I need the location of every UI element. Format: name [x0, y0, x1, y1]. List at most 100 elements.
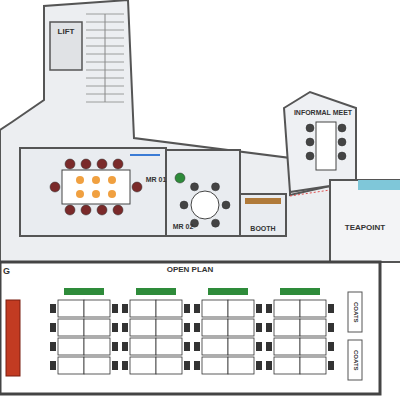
desk [228, 319, 254, 336]
desk [156, 319, 182, 336]
room-label: MR 01 [146, 176, 167, 184]
desk [274, 319, 300, 336]
chair [65, 159, 75, 169]
chair [113, 205, 123, 215]
desk [274, 300, 300, 317]
upper-floor [0, 0, 330, 262]
desk [300, 338, 326, 355]
room-label: COATS [352, 350, 359, 371]
desk-chair [122, 323, 128, 332]
room-label: COATS [352, 302, 359, 323]
meeting-room: MR 01 [140, 172, 172, 188]
lift-room: LIFT [50, 24, 82, 40]
planter [280, 288, 320, 295]
desk [202, 338, 228, 355]
chairs [50, 124, 346, 227]
meeting-room: MR 02 [168, 220, 198, 234]
informal-table [316, 122, 336, 170]
desk-chair [328, 342, 334, 351]
table-mark [76, 176, 84, 184]
desk-chair [50, 361, 56, 370]
desk [300, 300, 326, 317]
chair [306, 124, 314, 132]
desk [228, 338, 254, 355]
room-label: BOOTH [250, 225, 275, 233]
desk [274, 357, 300, 374]
desk-chair [266, 323, 272, 332]
desk [58, 338, 84, 355]
desk-chair [122, 342, 128, 351]
desk [130, 357, 156, 374]
room-label: MR 02 [173, 223, 194, 231]
chair [50, 182, 60, 192]
teapoint-area: TEAPOINT [336, 220, 394, 236]
desk [58, 300, 84, 317]
desk [228, 300, 254, 317]
informal-meet-room [284, 92, 356, 192]
desk-chair [50, 304, 56, 313]
lift-shaft [50, 22, 82, 70]
desk [58, 357, 84, 374]
desk-chair [256, 361, 262, 370]
chair [132, 182, 142, 192]
desk [274, 338, 300, 355]
desk [130, 338, 156, 355]
desk-chair [194, 304, 200, 313]
open-plan-area: OPEN PLAN COATS COATS [0, 262, 380, 394]
desk [130, 319, 156, 336]
desk-chair [328, 304, 334, 313]
window [130, 154, 160, 156]
table-mark [92, 176, 100, 184]
mr02-room [166, 150, 240, 236]
desk-chair [194, 342, 200, 351]
chair [306, 138, 314, 146]
stairs [86, 14, 124, 102]
desk [202, 357, 228, 374]
coat-cabinet [348, 340, 362, 380]
chair [97, 205, 107, 215]
informal-meet-room: INFORMAL MEET [292, 106, 355, 120]
desk-chair [194, 323, 200, 332]
coat-cabinet: COATS [348, 292, 362, 332]
chair [97, 159, 107, 169]
desk-chair [122, 361, 128, 370]
booth-room [240, 194, 286, 236]
mr01-room [20, 148, 166, 236]
room-label: OPEN PLAN [167, 266, 214, 275]
desk-chair [328, 323, 334, 332]
desk-chair [50, 323, 56, 332]
planter [64, 288, 104, 295]
desk-chair [266, 342, 272, 351]
desk-chair [256, 304, 262, 313]
chair [180, 201, 188, 209]
room-label: TEAPOINT [345, 224, 385, 233]
mr01-table [62, 170, 130, 204]
desk [84, 319, 110, 336]
chair [212, 183, 220, 191]
desk-chair [266, 304, 272, 313]
chair [81, 159, 91, 169]
chair [338, 152, 346, 160]
desk-chair [194, 361, 200, 370]
booth-room: BOOTH [242, 222, 284, 235]
booth-bench [245, 198, 281, 204]
glass-strip [358, 180, 400, 190]
desk-chair [184, 361, 190, 370]
chair [222, 201, 230, 209]
planter [208, 288, 248, 295]
room-label: G [3, 266, 10, 276]
desk-chair [256, 323, 262, 332]
desk-chair [266, 361, 272, 370]
window [290, 190, 330, 196]
desk-chair [122, 304, 128, 313]
chair [113, 159, 123, 169]
desk-chair [184, 342, 190, 351]
desk-chair [256, 342, 262, 351]
desk [156, 300, 182, 317]
desk-chair [328, 361, 334, 370]
table-mark [108, 176, 116, 184]
desk-chair [112, 304, 118, 313]
table-mark [92, 190, 100, 198]
desk [156, 338, 182, 355]
